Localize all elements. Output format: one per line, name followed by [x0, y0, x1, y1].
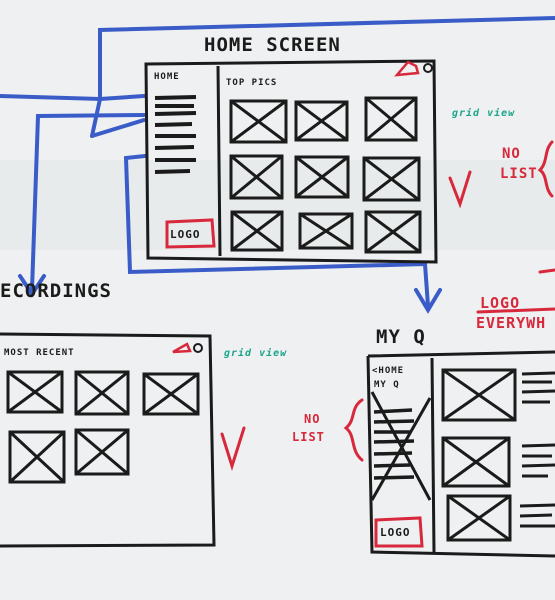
placeholder-image-icon	[364, 96, 418, 142]
placeholder-image-icon	[294, 155, 350, 199]
arrow-head-recordings	[18, 274, 46, 298]
home-screen-title: HOME SCREEN	[204, 34, 341, 56]
placeholder-image-icon	[74, 428, 130, 476]
home-screen-wireframe	[144, 59, 438, 264]
red-annotations	[220, 140, 555, 472]
home-sidebar-divider	[216, 65, 222, 257]
arrow-top-branch	[90, 97, 102, 138]
placeholder-image-icon	[230, 210, 284, 252]
checkmark-home	[448, 170, 472, 209]
recordings-frame	[0, 332, 216, 548]
myq-logo-box	[374, 516, 424, 548]
home-frame	[144, 59, 438, 264]
checkmark-recordings	[220, 426, 246, 472]
brace-no-list-home	[537, 140, 554, 198]
placeholder-image-icon	[441, 436, 511, 488]
brace-no-list-recordings	[343, 398, 364, 462]
recordings-note-no: NO	[304, 412, 321, 426]
blue-flow-arrows	[0, 16, 555, 314]
arrow-head-myq	[414, 288, 442, 314]
myq-logo-text: LOGO	[380, 526, 411, 539]
recordings-user-search-icon	[172, 342, 203, 354]
placeholder-image-icon	[298, 212, 354, 250]
myq-frame	[366, 350, 555, 558]
home-sidebar-list	[154, 95, 197, 174]
board-glare	[0, 160, 555, 250]
placeholder-image-icon	[441, 368, 517, 422]
myq-screen-wireframe	[366, 350, 555, 558]
placeholder-image-icon	[8, 430, 66, 484]
placeholder-image-icon	[142, 372, 200, 416]
placeholder-image-icon	[74, 370, 130, 416]
home-note-grid-view: grid view	[452, 108, 516, 119]
placeholder-image-icon	[6, 370, 64, 414]
logo-everywhere-underline	[476, 307, 555, 314]
arrow-stub	[538, 268, 555, 274]
arrow-home-link	[90, 118, 146, 138]
home-logo-box	[165, 218, 216, 249]
arrow-left-to-top	[0, 16, 555, 102]
placeholder-image-icon	[229, 99, 288, 144]
recordings-screen-wireframe	[0, 332, 216, 548]
myq-sidebar-divider	[430, 357, 436, 553]
myq-crossout	[370, 391, 432, 501]
recordings-note-grid-view: grid view	[224, 348, 288, 359]
note-logo: LOGO	[480, 294, 521, 312]
placeholder-image-icon	[364, 210, 422, 254]
recordings-section-label: MOST RECENT	[4, 348, 75, 358]
home-logo-text: LOGO	[170, 228, 201, 241]
home-section-label: TOP PICS	[226, 78, 278, 88]
placeholder-image-icon	[229, 154, 284, 200]
placeholder-image-icon	[446, 494, 512, 542]
home-nav-label: HOME	[154, 72, 180, 82]
home-note-list: LIST	[500, 166, 538, 182]
recordings-note-list: LIST	[292, 430, 325, 444]
myq-nav-myq: MY Q	[374, 380, 400, 390]
recordings-title: ECORDINGS	[0, 280, 112, 302]
placeholder-image-icon	[362, 156, 421, 202]
home-image-grid	[229, 96, 422, 254]
home-user-search-icon	[394, 60, 433, 77]
myq-nav-home: <HOME	[372, 366, 405, 376]
note-everywhere: EVERYWH	[476, 314, 547, 332]
placeholder-image-icon	[294, 100, 349, 142]
myq-list-text-lines	[519, 371, 555, 528]
arrow-home-upper	[98, 94, 146, 101]
arrow-to-recordings	[30, 113, 146, 292]
myq-title: MY Q	[376, 326, 426, 348]
arrow-to-myq	[123, 154, 430, 308]
home-note-no: NO	[502, 146, 521, 162]
